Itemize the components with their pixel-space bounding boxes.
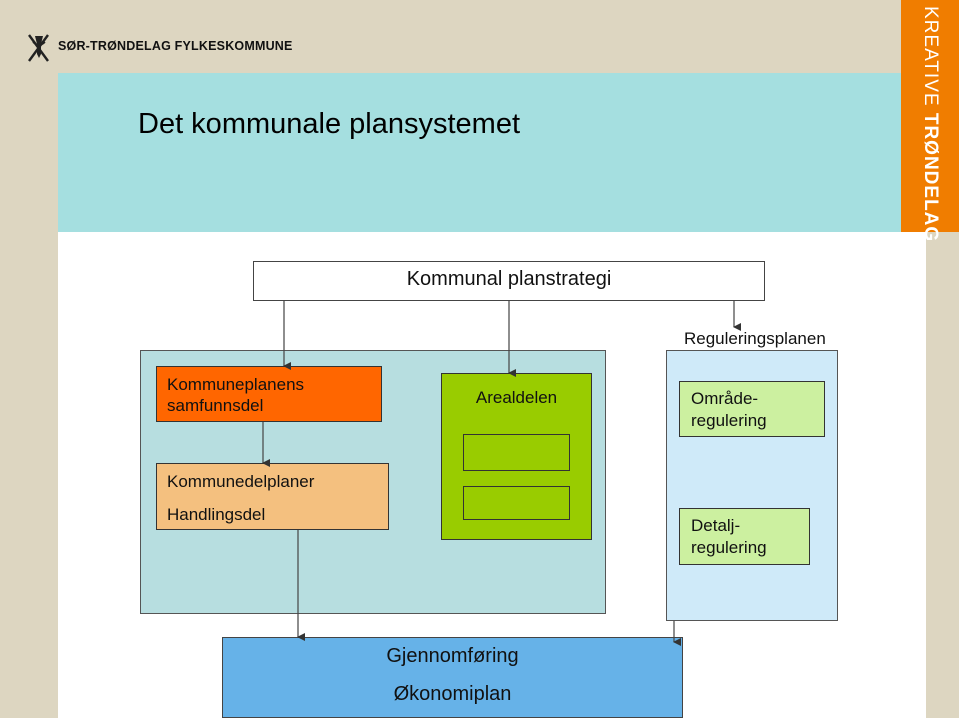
reguleringsplanen-label: Reguleringsplanen (684, 329, 826, 348)
page-title: Det kommunale plansystemet (138, 108, 520, 140)
gjennomforing-label: Gjennomføring (386, 645, 519, 667)
detaljregulering-label-line1: Detalj- (691, 516, 741, 535)
omraderegulering-box: Område- regulering (679, 381, 825, 437)
okonomiplan-label: Økonomiplan (393, 683, 512, 705)
slide-frame-top (0, 0, 959, 73)
samfunnsdel-box: Kommuneplanens samfunnsdel (156, 366, 382, 422)
brand-strip (901, 0, 959, 232)
coat-of-arms-icon (24, 32, 54, 69)
kommunedelplaner-box: Kommunedelplaner Handlingsdel (156, 463, 389, 530)
samfunnsdel-label-line1: Kommuneplanens (167, 375, 305, 394)
detaljregulering-box: Detalj- regulering (679, 508, 810, 565)
omraderegulering-label-line1: Område- (691, 389, 759, 408)
planstrategi-label: Kommunal planstrategi (406, 268, 612, 290)
planstrategi-box: Kommunal planstrategi (253, 261, 765, 301)
arealdel-inner-box (463, 486, 570, 520)
omraderegulering-label-line2: regulering (691, 411, 767, 430)
arealdel-label: Arealdelen (475, 388, 558, 407)
title-band (58, 73, 901, 232)
kommunedelplaner-label: Kommunedelplaner (167, 472, 315, 491)
slide-frame-left (0, 0, 58, 718)
handlingsdel-label: Handlingsdel (167, 505, 266, 524)
organization-logo-text: SØR-TRØNDELAG FYLKESKOMMUNE (58, 39, 293, 53)
arealdel-inner-box (463, 434, 570, 471)
gjennomforing-box: Gjennomføring Økonomiplan (222, 637, 683, 718)
samfunnsdel-label-line2: samfunnsdel (167, 396, 264, 415)
arealdel-box: Arealdelen (441, 373, 592, 540)
detaljregulering-label-line2: regulering (691, 538, 767, 557)
